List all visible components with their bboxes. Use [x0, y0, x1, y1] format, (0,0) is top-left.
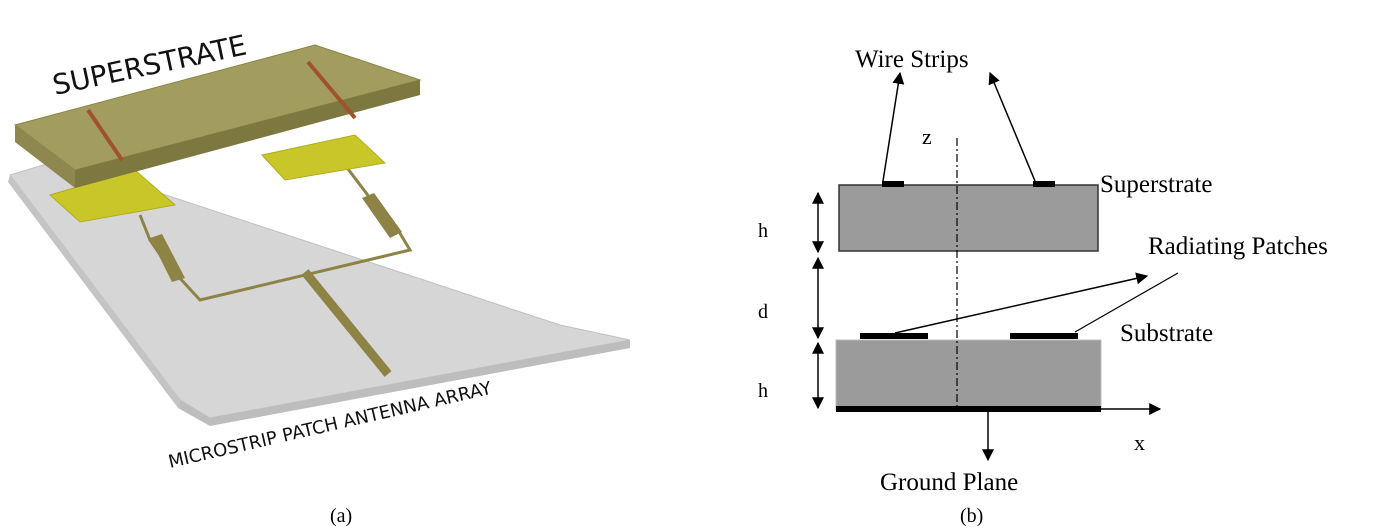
radiating-patch-right: [261, 134, 387, 181]
radiating-patch-right: [1010, 333, 1078, 339]
wire-strips-arrow-left: [882, 71, 905, 182]
superstrate-slab: [838, 184, 1099, 252]
superstrate-label: Superstrate: [1100, 171, 1212, 198]
wire-strip-left: [86, 108, 124, 162]
substrate-label: Substrate: [1120, 320, 1213, 347]
wire-strip-right: [306, 60, 357, 120]
substrate-board-left-edge: [8, 175, 180, 408]
wire-strips-arrow-right: [988, 71, 1036, 182]
ground-plane-label: Ground Plane: [880, 469, 1018, 496]
feed-transformer-right: [362, 193, 402, 238]
x-label: x: [1134, 430, 1145, 455]
wire-strip-left: [882, 181, 904, 187]
radiating-patches-arrow-right: [1074, 272, 1179, 333]
dimension-h-bottom-label: h: [758, 380, 768, 402]
feed-transformer-left: [150, 234, 185, 282]
radiating-patches-arrow-left: [894, 272, 1149, 334]
substrate-slab: [835, 339, 1102, 411]
ground-plane: [836, 406, 1101, 412]
radiating-patch-left: [860, 333, 928, 339]
substrate-board-edge: [178, 340, 630, 426]
panel-a-3d-view: SUPERSTRATE MICROSTRIP PATCH ANTENNA ARR…: [0, 0, 690, 529]
superstrate-left-face: [15, 125, 75, 188]
caption-a: (a): [330, 505, 352, 527]
wire-strips-label: Wire Strips: [855, 46, 969, 73]
caption-b: (b): [960, 505, 983, 527]
superstrate-front-face: [75, 80, 420, 188]
wire-strip-right: [1033, 181, 1055, 187]
panel-b-cross-section: Wire Strips z Superstrate Radiating Patc…: [690, 0, 1400, 529]
z-label: z: [922, 124, 932, 149]
antenna-3d-illustration: SUPERSTRATE MICROSTRIP PATCH ANTENNA ARR…: [8, 29, 631, 527]
cross-section-diagram: Wire Strips z Superstrate Radiating Patc…: [758, 46, 1328, 527]
dimension-h-top-label: h: [758, 220, 768, 242]
radiating-patches-label: Radiating Patches: [1148, 233, 1328, 260]
dimension-d-label: d: [758, 301, 768, 323]
